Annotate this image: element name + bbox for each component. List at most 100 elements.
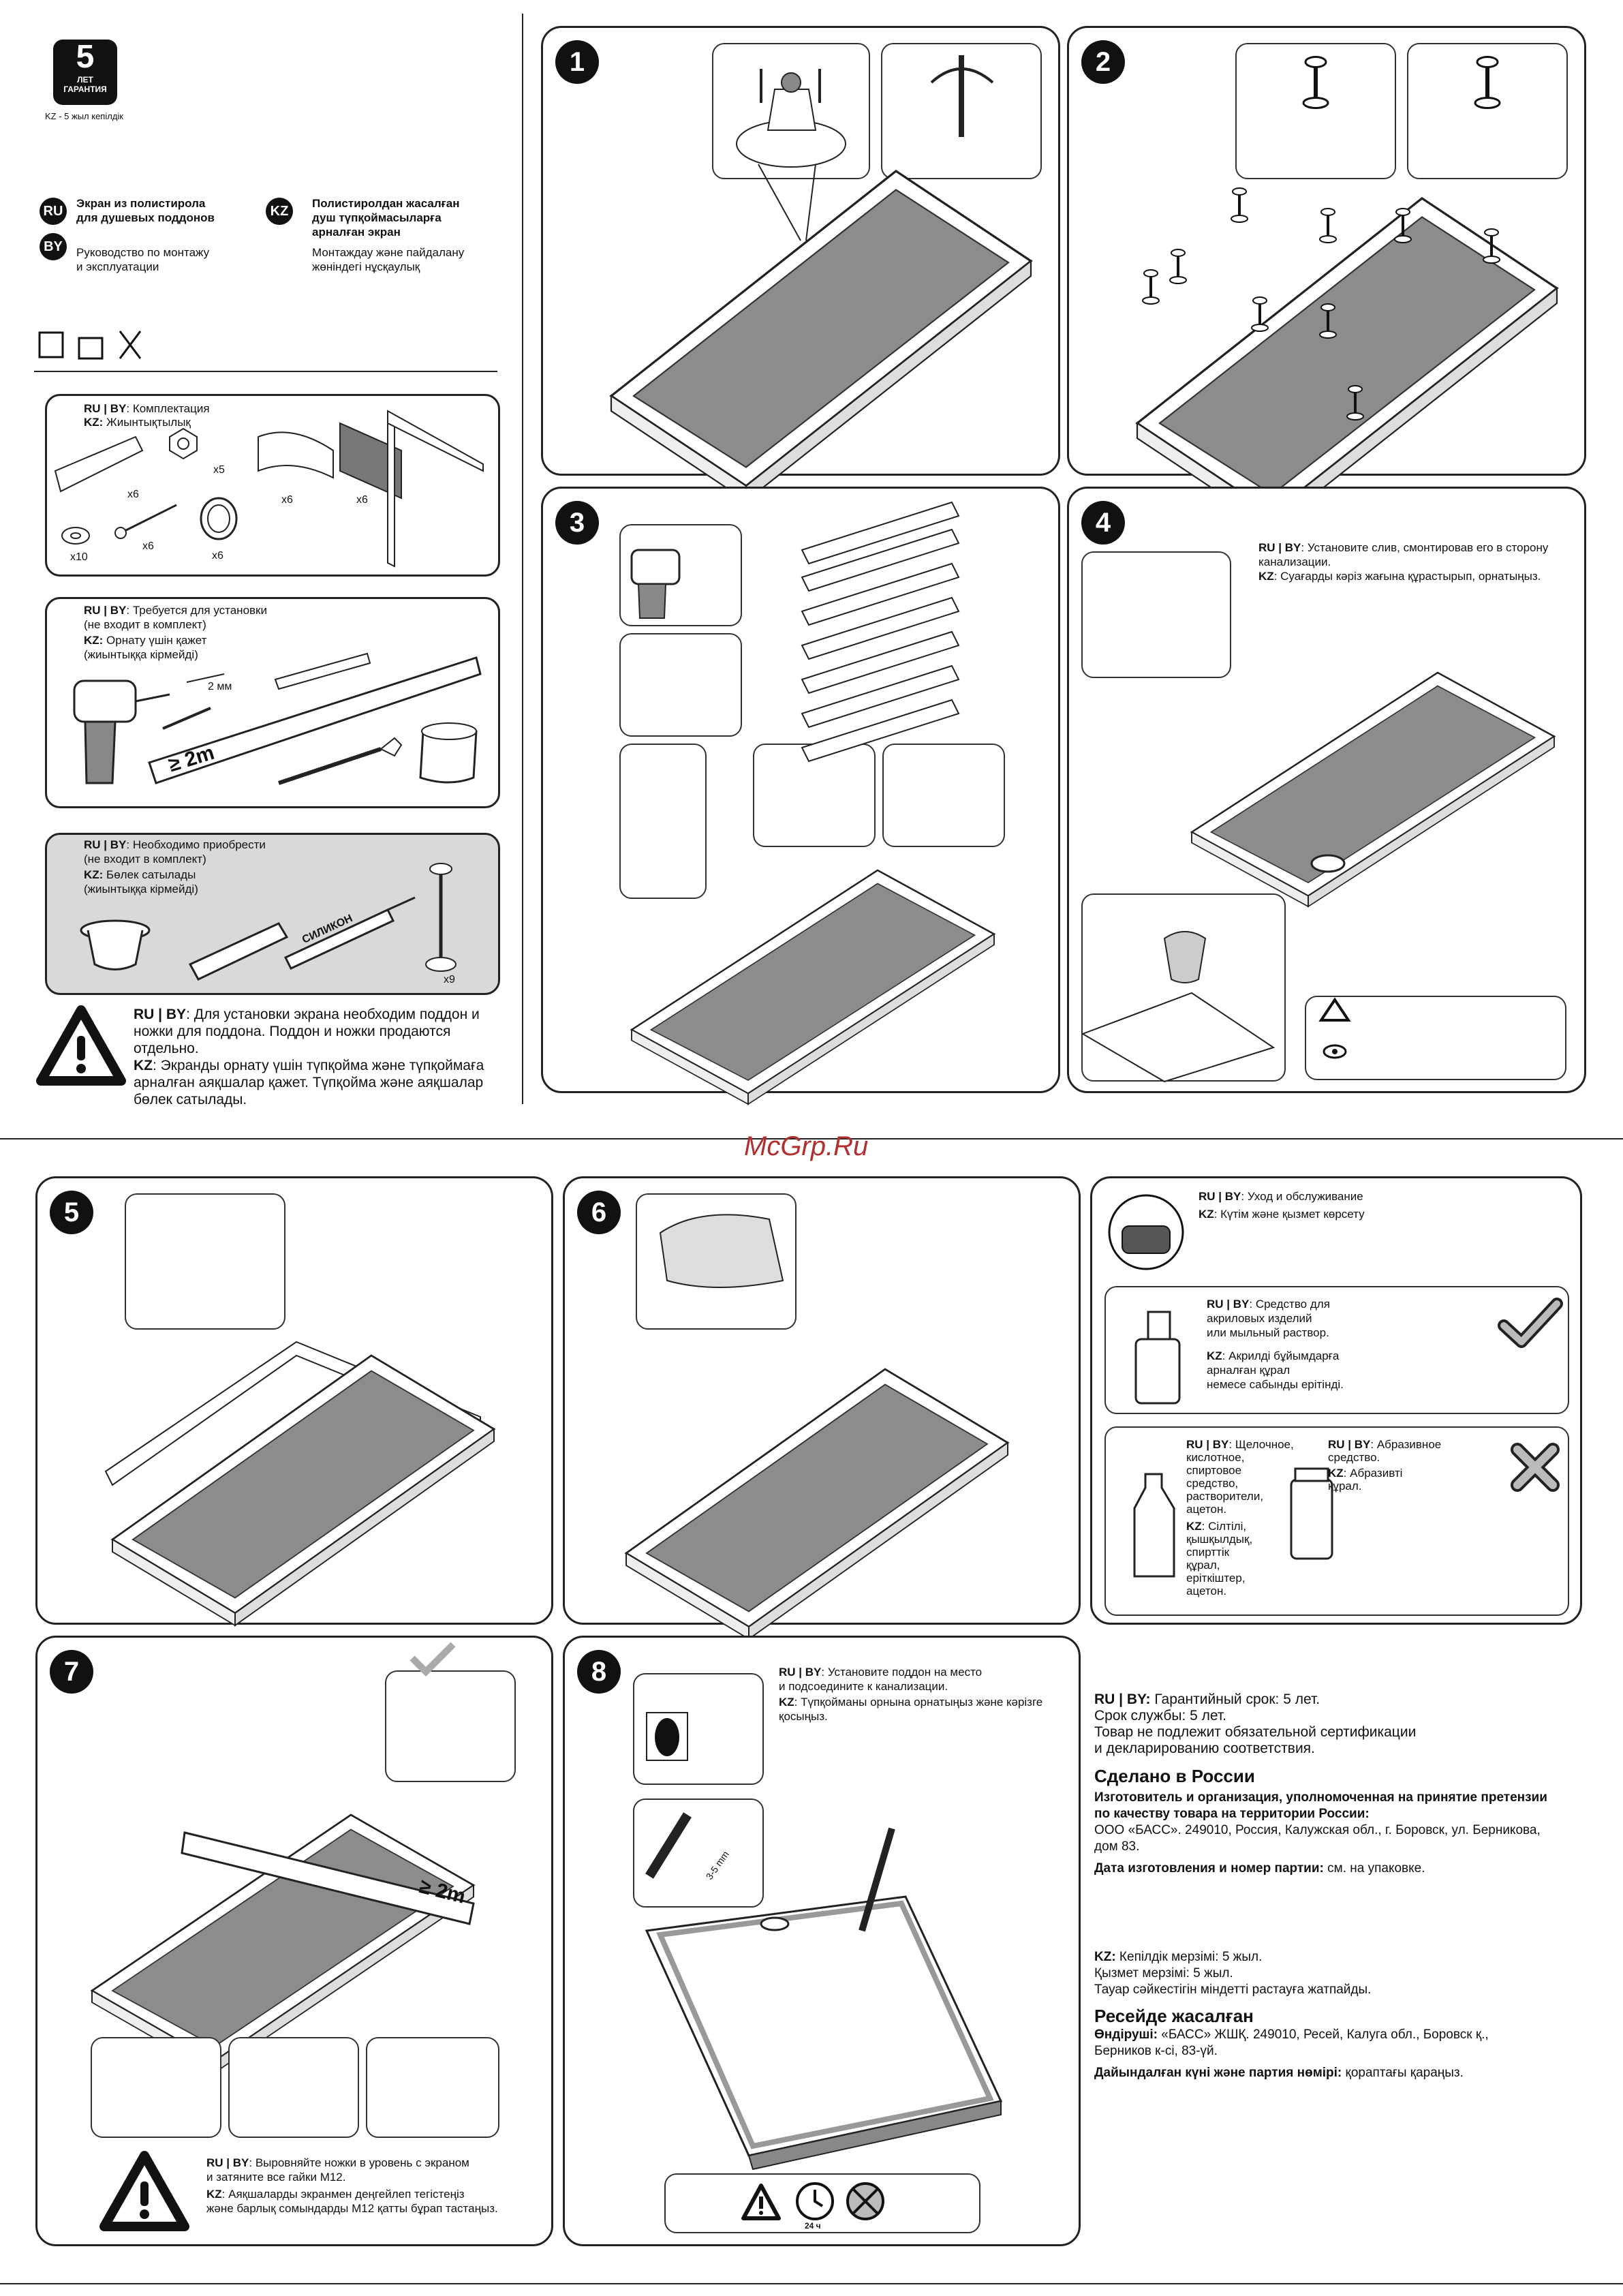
purchase-ru: RU | BY: Необходимо приобрести [84, 838, 266, 852]
cross-icon [1511, 1443, 1560, 1492]
info-kz-maker-2: Берников к-сі, 83-үй. [1094, 2044, 1218, 2058]
info-ru-maker-1: Изготовитель и организация, уполномоченн… [1094, 1790, 1547, 1805]
kz-badge: KZ [266, 198, 293, 225]
tools-ru-text-1: : Требуется для установки [126, 604, 267, 617]
info-kz-warranty: Кепілдік мерзімі: 5 жыл. [1115, 1950, 1263, 1964]
bad1-kz-line1: : Сілтілі, [1201, 1520, 1247, 1533]
purchase-panel: RU | BY: Необходимо приобрести (не входи… [45, 833, 500, 995]
tools-ru-label: RU | BY [84, 604, 127, 617]
kit-parts-illustration [54, 410, 484, 568]
by-badge-text: BY [44, 239, 63, 254]
step-4-detail-drain [1081, 551, 1231, 678]
bad1-ru-line2: кислотное, [1186, 1451, 1245, 1464]
step4-kz: KZ: Суағарды кәріз жағына құрастырып, ор… [1258, 569, 1541, 583]
step-4-number: 4 [1081, 501, 1125, 545]
good-ru-1: RU | BY: Средство для [1207, 1297, 1330, 1311]
good-kz-1: KZ: Акрилді бұйымдарға [1207, 1349, 1339, 1363]
step8-ru-label: RU | BY [779, 1666, 822, 1679]
info-ru-cert-2: и декларированию соответствия. [1094, 1741, 1315, 1756]
info-ru-date-text: см. на упаковке. [1323, 1861, 1425, 1876]
kz-badge-text: KZ [270, 204, 289, 219]
good-ru-line1: : Средство для [1249, 1298, 1330, 1311]
info-ru-label: RU | BY: [1094, 1692, 1151, 1707]
step7-ru-label: RU | BY [206, 2156, 249, 2169]
warning-icon [36, 1005, 126, 1086]
kit-count-6: x6 [142, 540, 154, 552]
tools-ru: RU | BY: Требуется для установки [84, 603, 267, 617]
step-7-panel: 7 ≥ 2m RU | BY: Выровняйте ножки в урове… [35, 1636, 553, 2246]
step4-ru-text-1: : Установите слив, смонтировав его в сто… [1301, 541, 1549, 554]
purchase-ru-text-1: : Необходимо приобрести [126, 838, 266, 851]
step7-kz-label: KZ [206, 2188, 222, 2201]
bad2-kz: KZ: Абразивті [1328, 1466, 1402, 1480]
step7-ru-text-1: : Выровняйте ножки в уровень с экраном [249, 2156, 469, 2169]
divider-top-left [34, 371, 497, 372]
bad1-kz-line3: спирттік [1186, 1546, 1230, 1559]
info-ru-date-label: Дата изготовления и номер партии: [1094, 1861, 1324, 1876]
good-kz-label: KZ [1207, 1349, 1222, 1362]
tools-drill-size: 2 мм [208, 681, 232, 692]
purchase-kz-label: KZ: [84, 868, 104, 881]
tools-ru-2: (не входит в комплект) [84, 618, 206, 631]
purchase-ru-2: (не входит в комплект) [84, 853, 206, 866]
step-8-illustration [645, 1712, 1003, 2171]
warning-text: RU | BY: Для установки экрана необходим … [134, 1006, 515, 1108]
step8-kz-2: қосыңыз. [779, 1710, 828, 1723]
bad1-kz: KZ: Сілтілі, [1186, 1519, 1246, 1533]
bad1-kz-label: KZ [1186, 1520, 1202, 1533]
step8-ru-2: и подсоедините к канализации. [779, 1680, 948, 1693]
step-5-number: 5 [50, 1191, 93, 1234]
bad1-ru-line4: средство, [1186, 1477, 1239, 1490]
chemical-bottle-icon [1133, 1473, 1175, 1578]
info-kz-maker-label: Өндіруші: [1094, 2027, 1158, 2042]
bad2-ru-line1: : Абразивное [1370, 1438, 1442, 1451]
kit-kz: KZ: Жиынтықтылық [84, 415, 191, 429]
step-5-panel: 5 [35, 1176, 553, 1627]
bad2-kz-line2: құрал. [1328, 1480, 1362, 1493]
info-kz-date-label: Дайындалған күні және партия нөмірі: [1094, 2066, 1342, 2080]
kz-title-line1: Полистиролдан жасалған [312, 197, 460, 210]
kz-title-line2: душ түпқоймасыларға [312, 211, 442, 224]
ru-title: Экран из полистирола для душевых поддоно… [76, 196, 215, 225]
kz-subtitle: Монтаждау және пайдалану жөніндегі нұсқа… [312, 245, 464, 274]
care-ru-label: RU | BY [1199, 1190, 1241, 1203]
ru-title-line1: Экран из полистирола [76, 197, 206, 210]
info-kz-maker: Өндіруші: «БАСС» ЖШҚ. 249010, Ресей, Кал… [1094, 2027, 1612, 2043]
warning-kz-label: KZ [134, 1058, 153, 1073]
step-3-panel: 3 [541, 487, 1060, 1105]
ru-badge-text: RU [43, 204, 63, 219]
ru-badge: RU [40, 198, 67, 225]
good-kz-line3: немесе сабынды ерітінді. [1207, 1378, 1344, 1391]
bad2-ru-label: RU | BY [1328, 1438, 1371, 1451]
care-ru: RU | BY: Уход и обслуживание [1199, 1189, 1363, 1204]
step7-kz: KZ: Аяқшаларды экранмен деңгейлеп тегіст… [206, 2187, 465, 2201]
warning-icon-step7 [99, 2151, 189, 2231]
kz-sub-line2: жөніндегі нұсқаулық [312, 260, 420, 273]
step4-kz-label: KZ [1258, 570, 1274, 583]
step-2-number: 2 [1081, 40, 1125, 84]
purchase-kz-text-1: Бөлек сатылады [103, 868, 196, 881]
clock-icon [796, 2182, 834, 2220]
step8-kz: KZ: Түпқойманы орнына орнатыңыз және кәр… [779, 1695, 1042, 1709]
kit-kz-text: Жиынтықтылық [103, 416, 191, 429]
packaging-icons [38, 331, 142, 360]
bottom-line [0, 2283, 1623, 2284]
warning-kz: KZ: Экранды орнату үшін түпқойма және тү… [134, 1057, 515, 1108]
tools-illustration [73, 652, 482, 785]
step-6-panel: 6 [563, 1176, 1081, 1640]
step8-cure-time: 24 ч [805, 2221, 821, 2231]
step7-ru-2: и затяните все гайки М12. [206, 2171, 346, 2184]
bad1-ru-line6: ацетон. [1186, 1503, 1227, 1516]
step4-ru-label: RU | BY [1258, 541, 1301, 554]
step-7-detail-wrong [91, 2037, 221, 2138]
jar-icon [1290, 1467, 1333, 1560]
vertical-divider-top [522, 14, 523, 1104]
check-icon [1498, 1298, 1563, 1348]
tools-panel: RU | BY: Требуется для установки (не вхо… [45, 597, 500, 808]
care-bad-box: RU | BY: Щелочное, кислотное, спиртовое … [1104, 1426, 1569, 1616]
info-ru-made: Сделано в России [1094, 1766, 1255, 1786]
step-8-panel: 8 RU | BY: Установите поддон на место и … [563, 1636, 1081, 2246]
care-panel: RU | BY: Уход и обслуживание KZ: Күтім ж… [1090, 1176, 1582, 1625]
kit-count-7: x6 [212, 550, 223, 562]
step-3-detail-clip-2 [882, 744, 1005, 847]
